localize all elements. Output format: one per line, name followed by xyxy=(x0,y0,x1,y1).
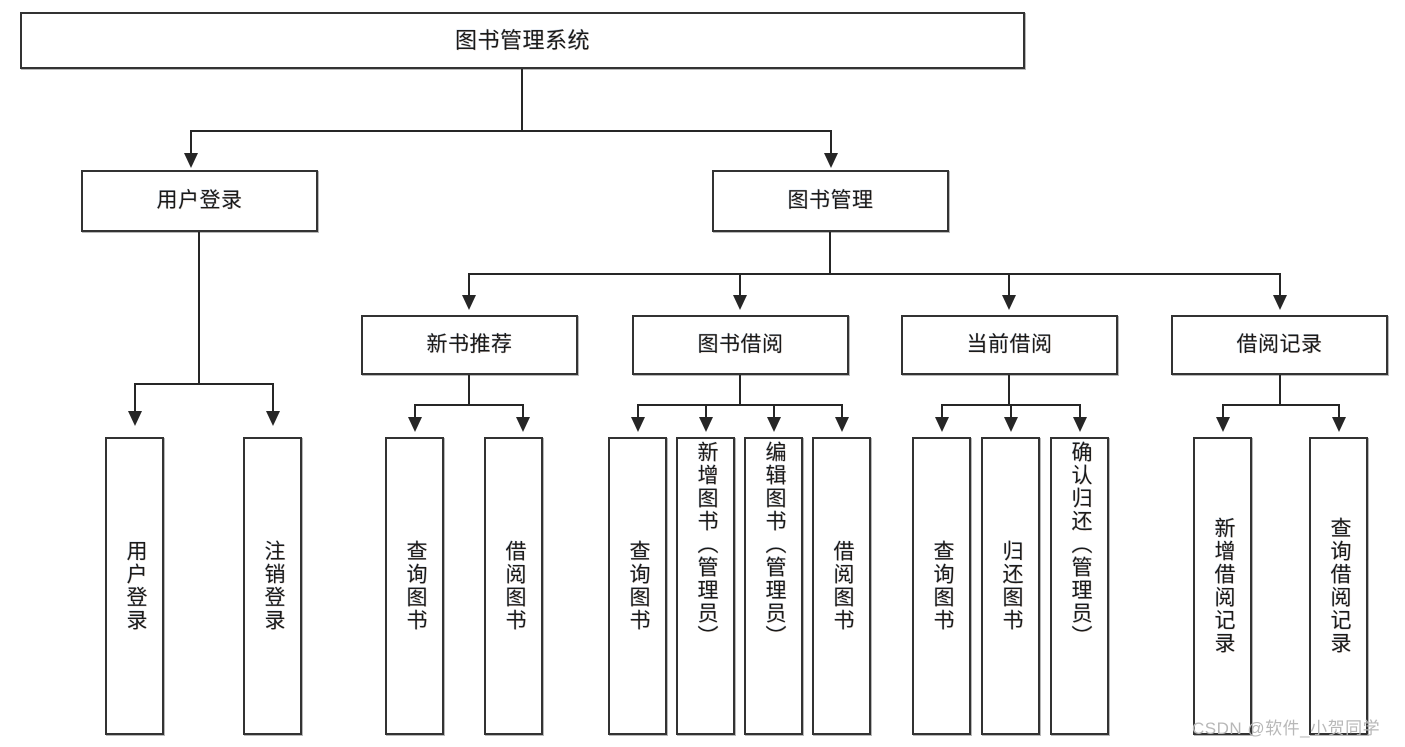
edge-book-borrow-drop-4 xyxy=(841,404,843,419)
edge-book-borrow-drop-3 xyxy=(773,404,775,419)
arrow-book-borrow-leaf-1 xyxy=(631,417,645,432)
node-label: 借阅记录 xyxy=(1236,332,1323,356)
arrow-book-mgmt-to-new-book xyxy=(462,295,476,310)
edge-borrow-record-bus xyxy=(1222,404,1338,406)
edge-borrow-record-drop-2 xyxy=(1338,404,1340,419)
arrow-current-borrow-leaf-3 xyxy=(1073,417,1087,432)
arrow-book-borrow-leaf-4 xyxy=(835,417,849,432)
edge-book-mgmt-drop-4 xyxy=(1279,273,1281,297)
edge-user-login-drop-2 xyxy=(272,383,274,413)
edge-current-borrow-stem xyxy=(1008,375,1010,405)
edge-user-login-bus xyxy=(134,383,272,385)
edge-book-mgmt-drop-3 xyxy=(1008,273,1010,297)
node-label: 当前借阅 xyxy=(966,332,1053,356)
node-label: 新增图书（管理员） xyxy=(694,441,718,648)
leaf-current-borrow-return[interactable]: 归还图书 xyxy=(981,437,1040,735)
arrow-root-to-book-mgmt xyxy=(824,153,838,168)
node-label: 借阅图书 xyxy=(502,540,526,632)
node-label: 编辑图书（管理员） xyxy=(762,441,786,648)
arrow-borrow-record-leaf-2 xyxy=(1332,417,1346,432)
leaf-borrow-record-query[interactable]: 查询借阅记录 xyxy=(1309,437,1368,735)
arrow-new-book-leaf-1 xyxy=(408,417,422,432)
node-user-login[interactable]: 用户登录 xyxy=(81,170,318,232)
edge-root-bus xyxy=(190,130,831,132)
edge-book-borrow-drop-2 xyxy=(705,404,707,419)
leaf-current-borrow-query[interactable]: 查询图书 xyxy=(912,437,971,735)
arrow-borrow-record-leaf-1 xyxy=(1216,417,1230,432)
edge-new-book-stem xyxy=(468,375,470,405)
arrow-root-to-user-login xyxy=(184,153,198,168)
edge-current-borrow-drop-1 xyxy=(941,404,943,419)
node-label: 新增借阅记录 xyxy=(1211,517,1235,655)
edge-borrow-record-stem xyxy=(1279,375,1281,405)
node-label: 查询图书 xyxy=(930,540,954,632)
leaf-new-book-borrow[interactable]: 借阅图书 xyxy=(484,437,543,735)
edge-new-book-drop-2 xyxy=(522,404,524,419)
leaf-borrow-record-add[interactable]: 新增借阅记录 xyxy=(1193,437,1252,735)
leaf-new-book-query[interactable]: 查询图书 xyxy=(385,437,444,735)
edge-user-login-stem xyxy=(198,232,200,384)
node-label: 查询图书 xyxy=(626,540,650,632)
edge-book-mgmt-drop-2 xyxy=(739,273,741,297)
edge-book-mgmt-stem xyxy=(829,232,831,274)
node-borrow-record[interactable]: 借阅记录 xyxy=(1171,315,1388,375)
arrow-new-book-leaf-2 xyxy=(516,417,530,432)
edge-book-borrow-stem xyxy=(739,375,741,405)
leaf-book-borrow-edit[interactable]: 编辑图书（管理员） xyxy=(744,437,803,735)
arrow-user-login-leaf-2 xyxy=(266,411,280,426)
edge-root-to-user-login xyxy=(190,130,192,155)
node-label: 注销登录 xyxy=(261,540,285,632)
node-label: 新书推荐 xyxy=(426,332,513,356)
edge-current-borrow-drop-3 xyxy=(1079,404,1081,419)
edge-current-borrow-drop-2 xyxy=(1010,404,1012,419)
edge-book-borrow-bus xyxy=(637,404,843,406)
node-book-management[interactable]: 图书管理 xyxy=(712,170,949,232)
arrow-user-login-leaf-1 xyxy=(128,411,142,426)
node-label: 图书管理 xyxy=(787,188,874,212)
node-label: 用户登录 xyxy=(123,540,147,632)
node-label: 查询借阅记录 xyxy=(1327,517,1351,655)
edge-new-book-bus xyxy=(414,404,522,406)
leaf-current-borrow-confirm-return[interactable]: 确认归还（管理员） xyxy=(1050,437,1109,735)
edge-book-mgmt-drop-1 xyxy=(468,273,470,297)
node-label: 借阅图书 xyxy=(830,540,854,632)
edge-borrow-record-drop-1 xyxy=(1222,404,1224,419)
arrow-book-borrow-leaf-3 xyxy=(767,417,781,432)
node-book-borrow[interactable]: 图书借阅 xyxy=(632,315,849,375)
leaf-book-borrow-add[interactable]: 新增图书（管理员） xyxy=(676,437,735,735)
node-new-book-recommend[interactable]: 新书推荐 xyxy=(361,315,578,375)
edge-user-login-drop-1 xyxy=(134,383,136,413)
node-label: 用户登录 xyxy=(156,188,243,212)
node-label: 确认归还（管理员） xyxy=(1068,441,1092,648)
arrow-current-borrow-leaf-1 xyxy=(935,417,949,432)
node-label: 归还图书 xyxy=(999,540,1023,632)
leaf-book-borrow-query[interactable]: 查询图书 xyxy=(608,437,667,735)
edge-root-to-book-mgmt xyxy=(830,130,832,155)
arrow-book-mgmt-to-borrow-record xyxy=(1273,295,1287,310)
node-label: 查询图书 xyxy=(403,540,427,632)
node-current-borrow[interactable]: 当前借阅 xyxy=(901,315,1118,375)
node-label: 图书借阅 xyxy=(697,332,784,356)
leaf-user-login-login[interactable]: 用户登录 xyxy=(105,437,164,735)
csdn-watermark: CSDN @软件_小贺同学 xyxy=(1192,719,1381,738)
edge-book-borrow-drop-1 xyxy=(637,404,639,419)
edge-book-mgmt-bus xyxy=(468,273,1279,275)
arrow-book-borrow-leaf-2 xyxy=(699,417,713,432)
edge-new-book-drop-1 xyxy=(414,404,416,419)
arrow-book-mgmt-to-book-borrow xyxy=(733,295,747,310)
leaf-book-borrow-borrow[interactable]: 借阅图书 xyxy=(812,437,871,735)
arrow-current-borrow-leaf-2 xyxy=(1004,417,1018,432)
edge-root-stem xyxy=(521,69,523,131)
node-root-system[interactable]: 图书管理系统 xyxy=(20,12,1025,69)
arrow-book-mgmt-to-current-borrow xyxy=(1002,295,1016,310)
node-label: 图书管理系统 xyxy=(454,27,590,53)
leaf-user-login-logout[interactable]: 注销登录 xyxy=(243,437,302,735)
